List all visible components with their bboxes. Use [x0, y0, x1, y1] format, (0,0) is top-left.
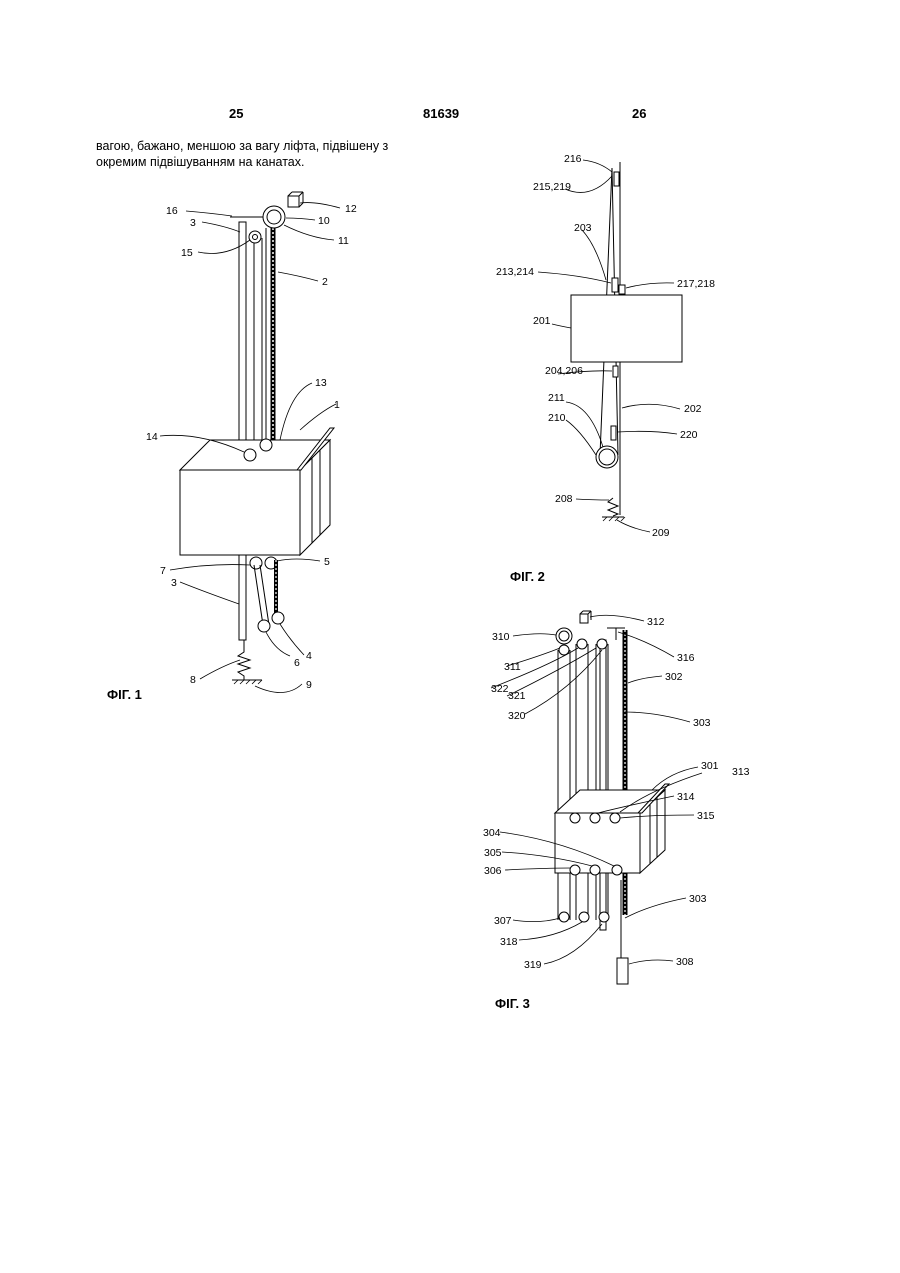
fig3-label-305: 305 [484, 847, 502, 859]
fig2-label-201: 201 [533, 315, 551, 327]
fig1-label-12: 12 [345, 203, 357, 215]
fig1-label-4: 4 [306, 650, 312, 662]
fig2-label-209: 209 [652, 527, 670, 539]
fig2-label-215: 215,219 [533, 181, 571, 193]
fig3-label-310: 310 [492, 631, 510, 643]
fig2-label-208: 208 [555, 493, 573, 505]
fig2-label-211: 211 [548, 392, 565, 404]
fig2-caption: ФІГ. 2 [510, 569, 545, 584]
fig3-label-311: 311 [504, 661, 521, 673]
fig3-label-312: 312 [647, 616, 665, 628]
fig1-label-1: 1 [334, 399, 340, 411]
fig3-label-316: 316 [677, 652, 695, 664]
figure-1: 16 3 15 12 10 11 2 13 1 14 7 3 5 6 4 8 9… [107, 192, 357, 702]
fig2-label-217: 217,218 [677, 278, 715, 290]
fig1-label-8: 8 [190, 674, 196, 686]
fig2-label-220: 220 [680, 429, 698, 441]
fig3-label-314: 314 [677, 791, 695, 803]
fig3-caption: ФІГ. 3 [495, 996, 530, 1011]
fig1-label-15: 15 [181, 247, 193, 259]
fig1-caption: ФІГ. 1 [107, 687, 142, 702]
fig1-label-16: 16 [166, 205, 178, 217]
fig3-label-307: 307 [494, 915, 512, 927]
fig1-label-3a: 3 [190, 217, 196, 229]
figure-2: 216 215,219 203 213,214 217,218 201 204,… [496, 153, 715, 584]
fig3-label-301: 301 [701, 760, 719, 772]
fig3-label-318: 318 [500, 936, 518, 948]
fig1-label-11: 11 [338, 235, 349, 247]
fig3-label-304: 304 [483, 827, 501, 839]
fig2-label-204: 204,206 [545, 365, 583, 377]
fig3-label-320: 320 [508, 710, 526, 722]
fig3-label-322: 322 [491, 683, 509, 695]
fig1-label-2: 2 [322, 276, 328, 288]
fig1-label-10: 10 [318, 215, 330, 227]
fig1-label-6: 6 [294, 657, 300, 669]
fig2-label-210: 210 [548, 412, 566, 424]
fig2-label-213: 213,214 [496, 266, 534, 278]
fig3-label-308: 308 [676, 956, 694, 968]
fig2-label-216: 216 [564, 153, 582, 165]
fig2-label-203: 203 [574, 222, 592, 234]
fig3-label-321: 321 [508, 690, 526, 702]
fig3-label-313: 313 [732, 766, 750, 778]
fig1-label-7: 7 [160, 565, 166, 577]
fig2-label-202: 202 [684, 403, 702, 415]
fig1-label-3b: 3 [171, 577, 177, 589]
fig1-label-14: 14 [146, 431, 158, 443]
fig3-label-302: 302 [665, 671, 683, 683]
fig1-label-9: 9 [306, 679, 312, 691]
fig1-label-13: 13 [315, 377, 327, 389]
fig3-label-303a: 303 [693, 717, 711, 729]
figure-3: 312 310 316 311 322 321 302 320 303 301 … [483, 611, 750, 1011]
fig3-label-315: 315 [697, 810, 715, 822]
fig3-label-303b: 303 [689, 893, 707, 905]
fig3-label-306: 306 [484, 865, 502, 877]
fig1-label-5: 5 [324, 556, 330, 568]
fig3-label-319: 319 [524, 959, 542, 971]
